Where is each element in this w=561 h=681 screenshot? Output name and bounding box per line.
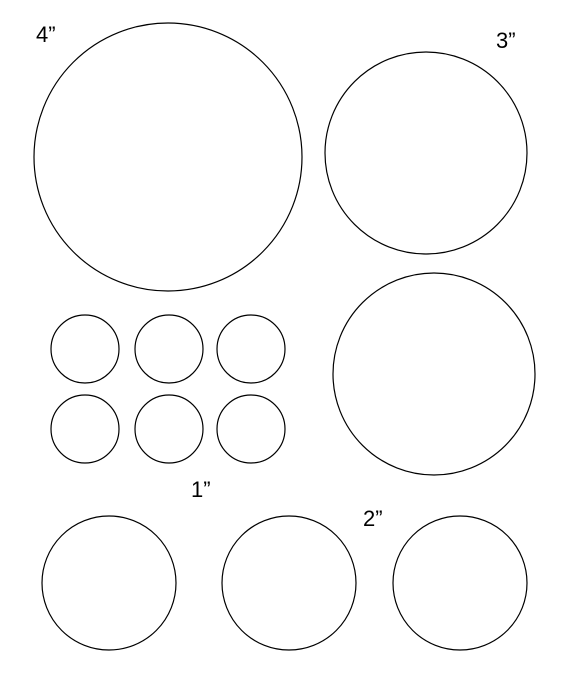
circle-4-inch (33, 22, 303, 292)
circle-2-inch (392, 515, 528, 651)
circle-3-inch-bottom (332, 272, 536, 476)
circle-1-inch (50, 314, 120, 384)
circle-2-inch (41, 515, 177, 651)
label-2-inch: 2” (363, 506, 383, 531)
circle-1-inch (216, 394, 286, 464)
circle-2-inch (221, 515, 357, 651)
circle-1-inch (50, 394, 120, 464)
label-1-inch: 1” (191, 477, 211, 502)
circle-3-inch-top (324, 51, 528, 255)
circle-1-inch (134, 394, 204, 464)
circle-1-inch (216, 314, 286, 384)
circle-1-inch (134, 314, 204, 384)
label-3-inch: 3” (496, 28, 516, 53)
label-4-inch: 4” (36, 22, 56, 47)
